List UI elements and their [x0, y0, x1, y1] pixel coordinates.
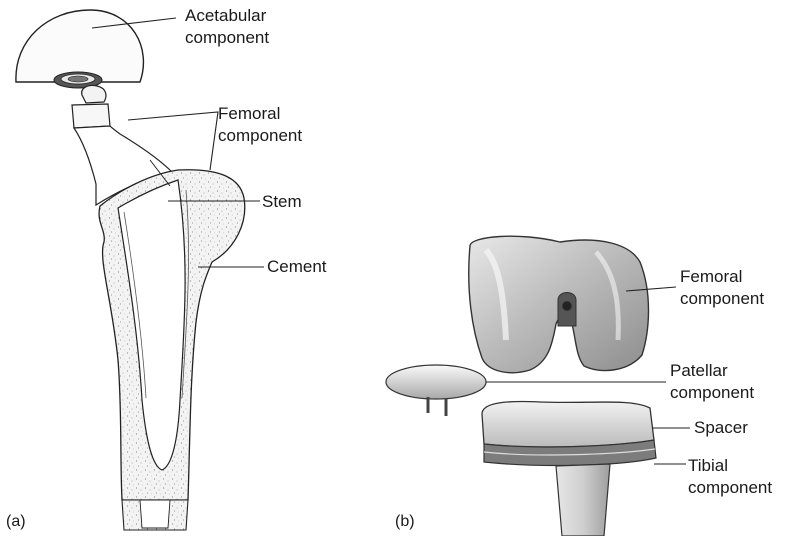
- label-acetabular-line1: Acetabular: [185, 5, 269, 27]
- femoral-head: [82, 85, 106, 103]
- label-knee-femoral-component: Femoral component: [680, 266, 764, 310]
- spacer: [482, 402, 654, 447]
- label-hip-femoral-line2: component: [218, 125, 302, 147]
- label-hip-femoral-component: Femoral component: [218, 103, 302, 147]
- label-patellar-component: Patellar component: [670, 360, 754, 404]
- label-acetabular-component: Acetabular component: [185, 5, 269, 49]
- label-knee-femoral-line2: component: [680, 288, 764, 310]
- label-patellar-line1: Patellar: [670, 360, 754, 382]
- label-hip-femoral-line1: Femoral: [218, 103, 302, 125]
- label-tibial-line2: component: [688, 477, 772, 499]
- knee-prosthesis: [386, 236, 656, 536]
- acetabular-cup: [16, 10, 144, 82]
- label-tibial-component: Tibial component: [688, 455, 772, 499]
- hip-prosthesis: [16, 10, 245, 530]
- label-knee-femoral-line1: Femoral: [680, 266, 764, 288]
- patellar-component: [386, 365, 486, 399]
- label-acetabular-line2: component: [185, 27, 269, 49]
- label-stem: Stem: [262, 191, 302, 213]
- tibial-stem: [556, 464, 610, 536]
- femoral-neck: [72, 104, 110, 128]
- panel-label-a: (a): [6, 513, 26, 531]
- label-tibial-line1: Tibial: [688, 455, 772, 477]
- label-spacer: Spacer: [694, 417, 748, 439]
- label-cement: Cement: [267, 256, 327, 278]
- label-patellar-line2: component: [670, 382, 754, 404]
- panel-label-b: (b): [395, 513, 415, 531]
